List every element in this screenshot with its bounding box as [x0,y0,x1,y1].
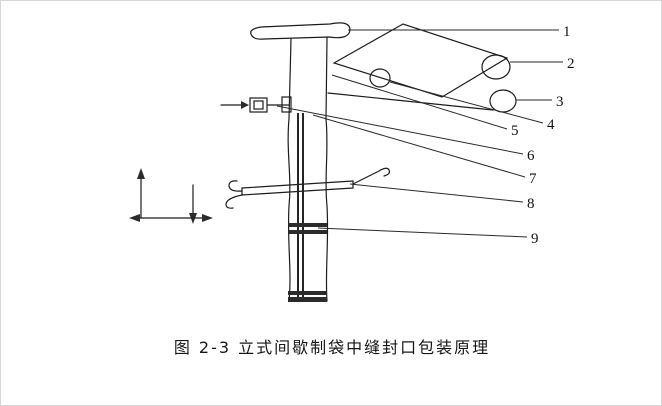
tube-right-edge [325,37,328,120]
leader-6 [276,105,524,155]
forming-tube-assembly [250,22,351,120]
callout-label-7: 7 [529,171,537,187]
film-roller-bottom [489,89,517,113]
film-web [332,23,509,98]
sealer-body [249,97,268,113]
right-arrow-icon [202,214,213,222]
callout-labels: 1 2 3 4 5 6 7 8 9 [511,24,575,247]
tube-left-edge [288,38,292,120]
bag [287,113,329,302]
bag-left-edge [287,118,291,302]
left-arrow-icon [129,214,140,222]
forming-handle [250,22,351,40]
jaw-left-hook-lower [225,194,243,209]
sealing-jaw-bar [225,167,391,209]
feed-arrow-head [241,101,249,109]
callout-leaders [276,29,563,238]
leader-8 [349,183,524,203]
leader-7 [312,114,526,178]
bottom-seal-lower-band [288,297,327,302]
callout-label-5: 5 [511,123,519,139]
callout-label-1: 1 [563,24,571,40]
callout-label-9: 9 [531,231,539,247]
film-guide-roller [369,68,391,88]
transverse-seal-lower-band [288,230,327,234]
callout-label-8: 8 [527,196,535,212]
jaw-right-hook [352,167,391,185]
leader-5 [331,74,508,130]
bottom-seal-upper-band [288,291,327,295]
callout-label-2: 2 [567,56,575,72]
up-arrow-icon [137,168,145,179]
leader-9 [317,227,528,238]
jaw-left-hook-upper [228,180,243,192]
transverse-seal-upper-band [288,223,327,227]
leader-4 [389,81,544,124]
callout-label-3: 3 [556,94,564,110]
callout-label-4: 4 [547,117,555,133]
figure-caption: 图 2-3 立式间歇制袋中缝封口包装原理 [173,338,491,357]
film-feed-assembly [327,23,517,113]
sealer-inner-block [253,100,264,110]
film-wrap-line [327,92,494,111]
bag-right-edge [325,118,329,302]
callout-label-6: 6 [527,148,535,164]
seam-sealer-device [220,97,290,113]
motion-arrows [129,168,213,224]
film-roller-top [481,54,511,80]
